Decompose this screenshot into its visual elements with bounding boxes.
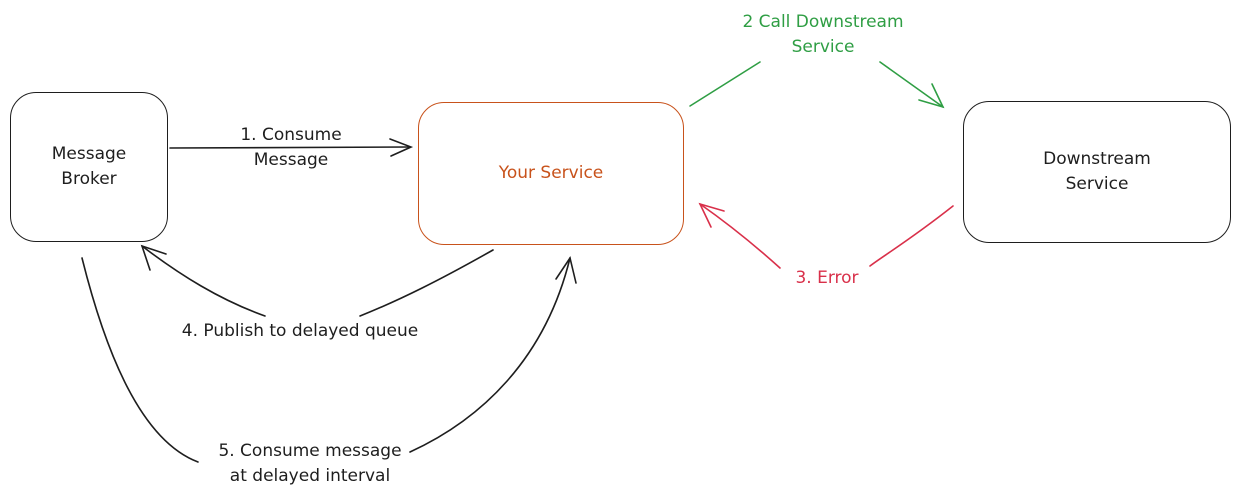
message-broker-node: Message Broker (10, 92, 168, 242)
your-service-label: Your Service (498, 163, 604, 183)
downstream-service-node: Downstream Service (963, 101, 1231, 243)
call-downstream-label: 2 Call Downstream Service (742, 12, 904, 57)
publish-label: 4. Publish to delayed queue (181, 321, 419, 341)
error-label: 3. Error (795, 268, 859, 288)
call-downstream-arrow (689, 61, 945, 109)
consume-delayed-arrow (81, 256, 577, 463)
consume-label: 1. Consume Message (240, 125, 342, 170)
your-service-node: Your Service (418, 102, 684, 245)
consume-arrow (169, 138, 414, 157)
downstream-service-label: Downstream Service (1043, 149, 1151, 194)
consume-delayed-label: 5. Consume message at delayed interval (218, 441, 402, 486)
error-arrow (698, 202, 954, 269)
publish-arrow (140, 244, 494, 317)
message-broker-label: Message Broker (51, 144, 127, 189)
